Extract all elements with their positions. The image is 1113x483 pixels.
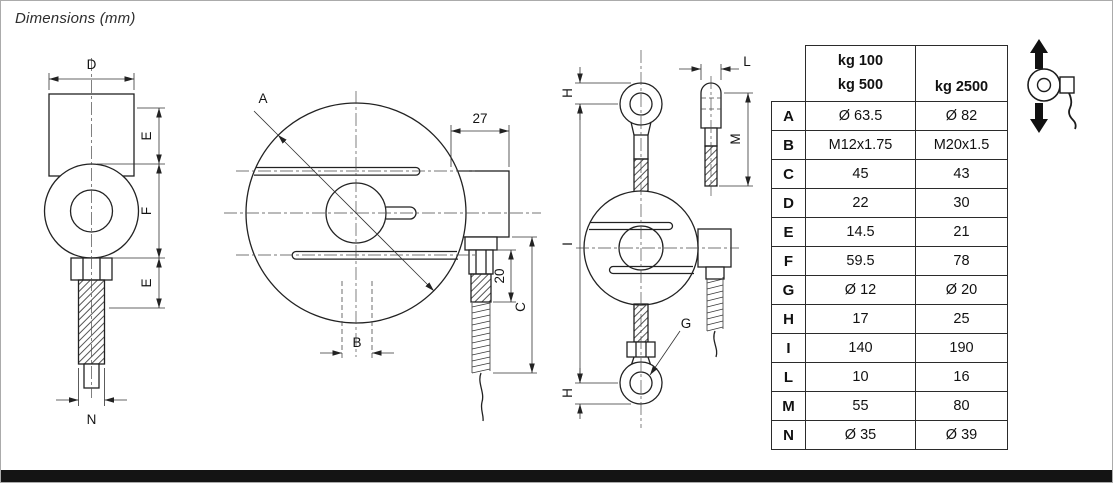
- value-kg2500: M20x1.5: [915, 130, 1008, 160]
- value-kg2500: 80: [915, 391, 1008, 421]
- footer-bar: [1, 470, 1112, 482]
- dim-label-E-bottom: E: [139, 278, 154, 287]
- down-arrow-icon: [1030, 103, 1048, 133]
- dim-row-label: A: [771, 101, 806, 131]
- dim-label-N: N: [87, 412, 97, 427]
- dim-label-A: A: [258, 91, 267, 106]
- assembly-view-dimensions: H I H L M G: [560, 54, 753, 419]
- dim-row-label: E: [771, 217, 806, 247]
- dim-row-label: L: [771, 362, 806, 392]
- value-kg2500: Ø 20: [915, 275, 1008, 305]
- dim-label-H-top: H: [560, 88, 575, 98]
- value-kg100-500: 140: [805, 333, 916, 363]
- dim-label-D: D: [87, 57, 97, 72]
- table-header-row: kg 100 kg 500 kg 2500: [772, 45, 1008, 102]
- dim-label-L: L: [743, 54, 751, 69]
- front-view-body: [224, 91, 541, 422]
- table-header-kg100-500: kg 100 kg 500: [805, 45, 916, 102]
- table-corner-cell: [772, 46, 806, 102]
- value-kg100-500: 59.5: [805, 246, 916, 276]
- dim-row-label: M: [771, 391, 806, 421]
- dim-label-H-bottom: H: [560, 388, 575, 398]
- value-kg100-500: 14.5: [805, 217, 916, 247]
- value-kg2500: 25: [915, 304, 1008, 334]
- drawing-front-view: A 27 20 C B: [224, 91, 541, 422]
- value-kg100-500: 22: [805, 188, 916, 218]
- side-view-body: [43, 58, 140, 398]
- dim-row-label: N: [771, 420, 806, 450]
- value-kg2500: 30: [915, 188, 1008, 218]
- dim-row-label: C: [771, 159, 806, 189]
- dim-label-F: F: [139, 207, 154, 215]
- drawing-side-view: D E F E N: [43, 57, 165, 427]
- dim-row-label: B: [771, 130, 806, 160]
- up-arrow-icon: [1030, 39, 1048, 69]
- value-kg2500: 16: [915, 362, 1008, 392]
- load-direction-icon: [1027, 39, 1077, 133]
- value-kg2500: Ø 82: [915, 101, 1008, 131]
- dim-row-label: D: [771, 188, 806, 218]
- value-kg100-500: Ø 63.5: [805, 101, 916, 131]
- value-kg2500: 21: [915, 217, 1008, 247]
- drawing-assembly-view: H I H L M G: [560, 50, 753, 428]
- dim-label-M: M: [728, 133, 743, 144]
- dim-label-27: 27: [472, 111, 487, 126]
- page-title: Dimensions (mm): [15, 10, 136, 27]
- dim-row-label: I: [771, 333, 806, 363]
- dim-label-20: 20: [492, 268, 507, 283]
- table-header-col1-line1: kg 100: [837, 53, 884, 70]
- dim-label-E-top: E: [139, 131, 154, 140]
- value-kg100-500: Ø 35: [805, 420, 916, 450]
- dim-row-label: F: [771, 246, 806, 276]
- dim-label-C: C: [513, 302, 528, 312]
- value-kg100-500: Ø 12: [805, 275, 916, 305]
- table-header-col1-line2: kg 500: [837, 76, 884, 93]
- value-kg2500: 43: [915, 159, 1008, 189]
- table-header-kg2500: kg 2500: [915, 45, 1008, 102]
- value-kg2500: 190: [915, 333, 1008, 363]
- dim-label-G: G: [681, 316, 692, 331]
- value-kg100-500: 45: [805, 159, 916, 189]
- front-view-dimensions: A 27 20 C B: [253, 91, 537, 374]
- side-view-dimensions: D E F E N: [48, 57, 165, 427]
- value-kg2500: 78: [915, 246, 1008, 276]
- dim-label-I: I: [560, 242, 575, 246]
- value-kg100-500: 55: [805, 391, 916, 421]
- value-kg2500: Ø 39: [915, 420, 1008, 450]
- value-kg100-500: 10: [805, 362, 916, 392]
- dim-row-label: H: [771, 304, 806, 334]
- dim-row-label: G: [771, 275, 806, 305]
- assembly-view-body: [576, 50, 739, 428]
- load-cell-glyph: [1027, 68, 1077, 130]
- dim-label-B: B: [352, 335, 361, 350]
- value-kg100-500: 17: [805, 304, 916, 334]
- value-kg100-500: M12x1.75: [805, 130, 916, 160]
